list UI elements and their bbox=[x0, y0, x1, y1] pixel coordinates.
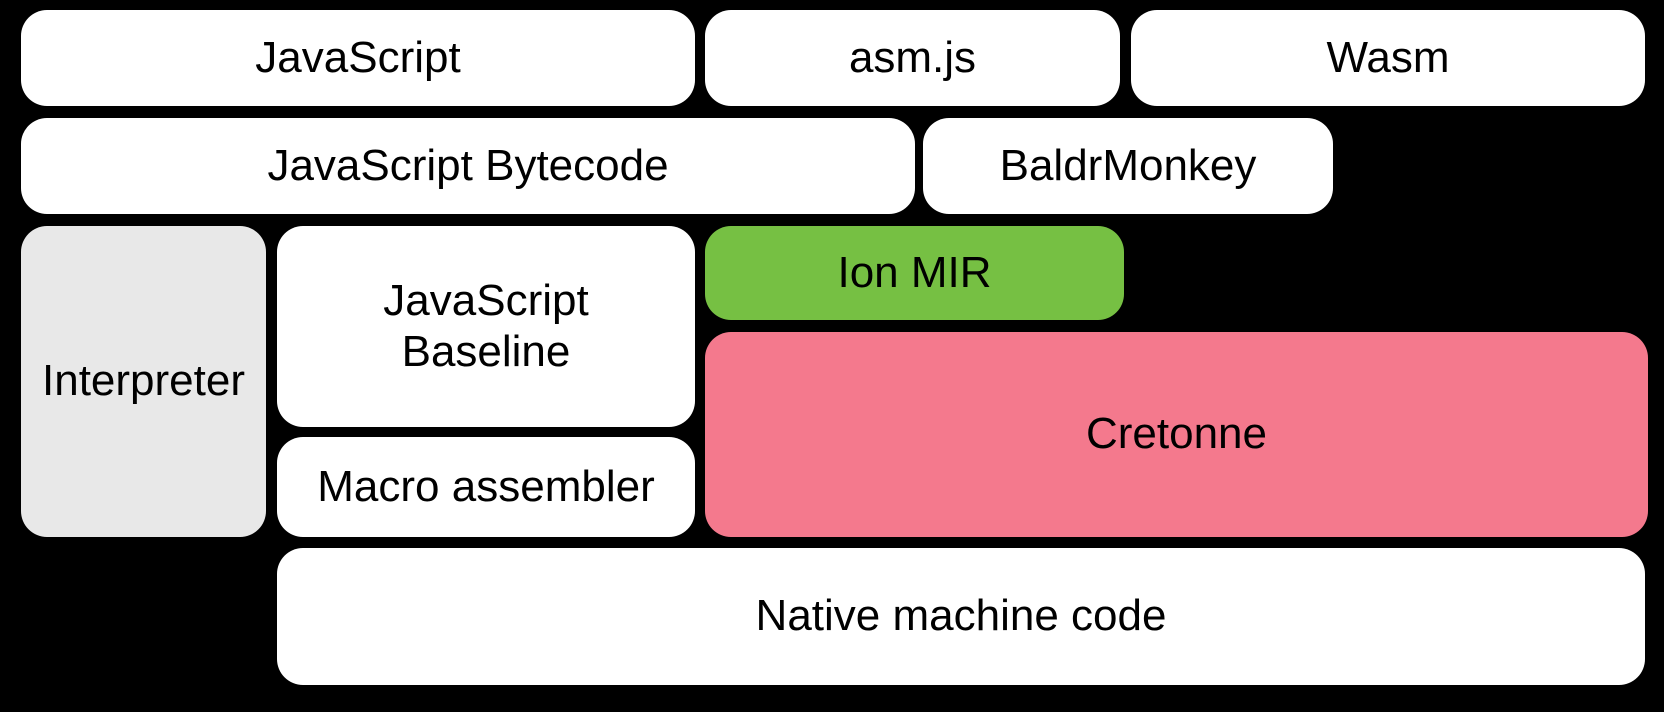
box-native-machine-code[interactable]: Native machine code bbox=[277, 548, 1645, 685]
box-ion-mir[interactable]: Ion MIR bbox=[705, 226, 1124, 320]
box-javascript-baseline[interactable]: JavaScript Baseline bbox=[277, 226, 695, 427]
box-baldrmonkey[interactable]: BaldrMonkey bbox=[923, 118, 1333, 214]
box-wasm[interactable]: Wasm bbox=[1131, 10, 1645, 106]
box-macro-assembler[interactable]: Macro assembler bbox=[277, 437, 695, 537]
box-cretonne[interactable]: Cretonne bbox=[705, 332, 1648, 537]
box-asm-js[interactable]: asm.js bbox=[705, 10, 1120, 106]
box-javascript[interactable]: JavaScript bbox=[21, 10, 695, 106]
box-javascript-bytecode[interactable]: JavaScript Bytecode bbox=[21, 118, 915, 214]
box-interpreter[interactable]: Interpreter bbox=[21, 226, 266, 537]
